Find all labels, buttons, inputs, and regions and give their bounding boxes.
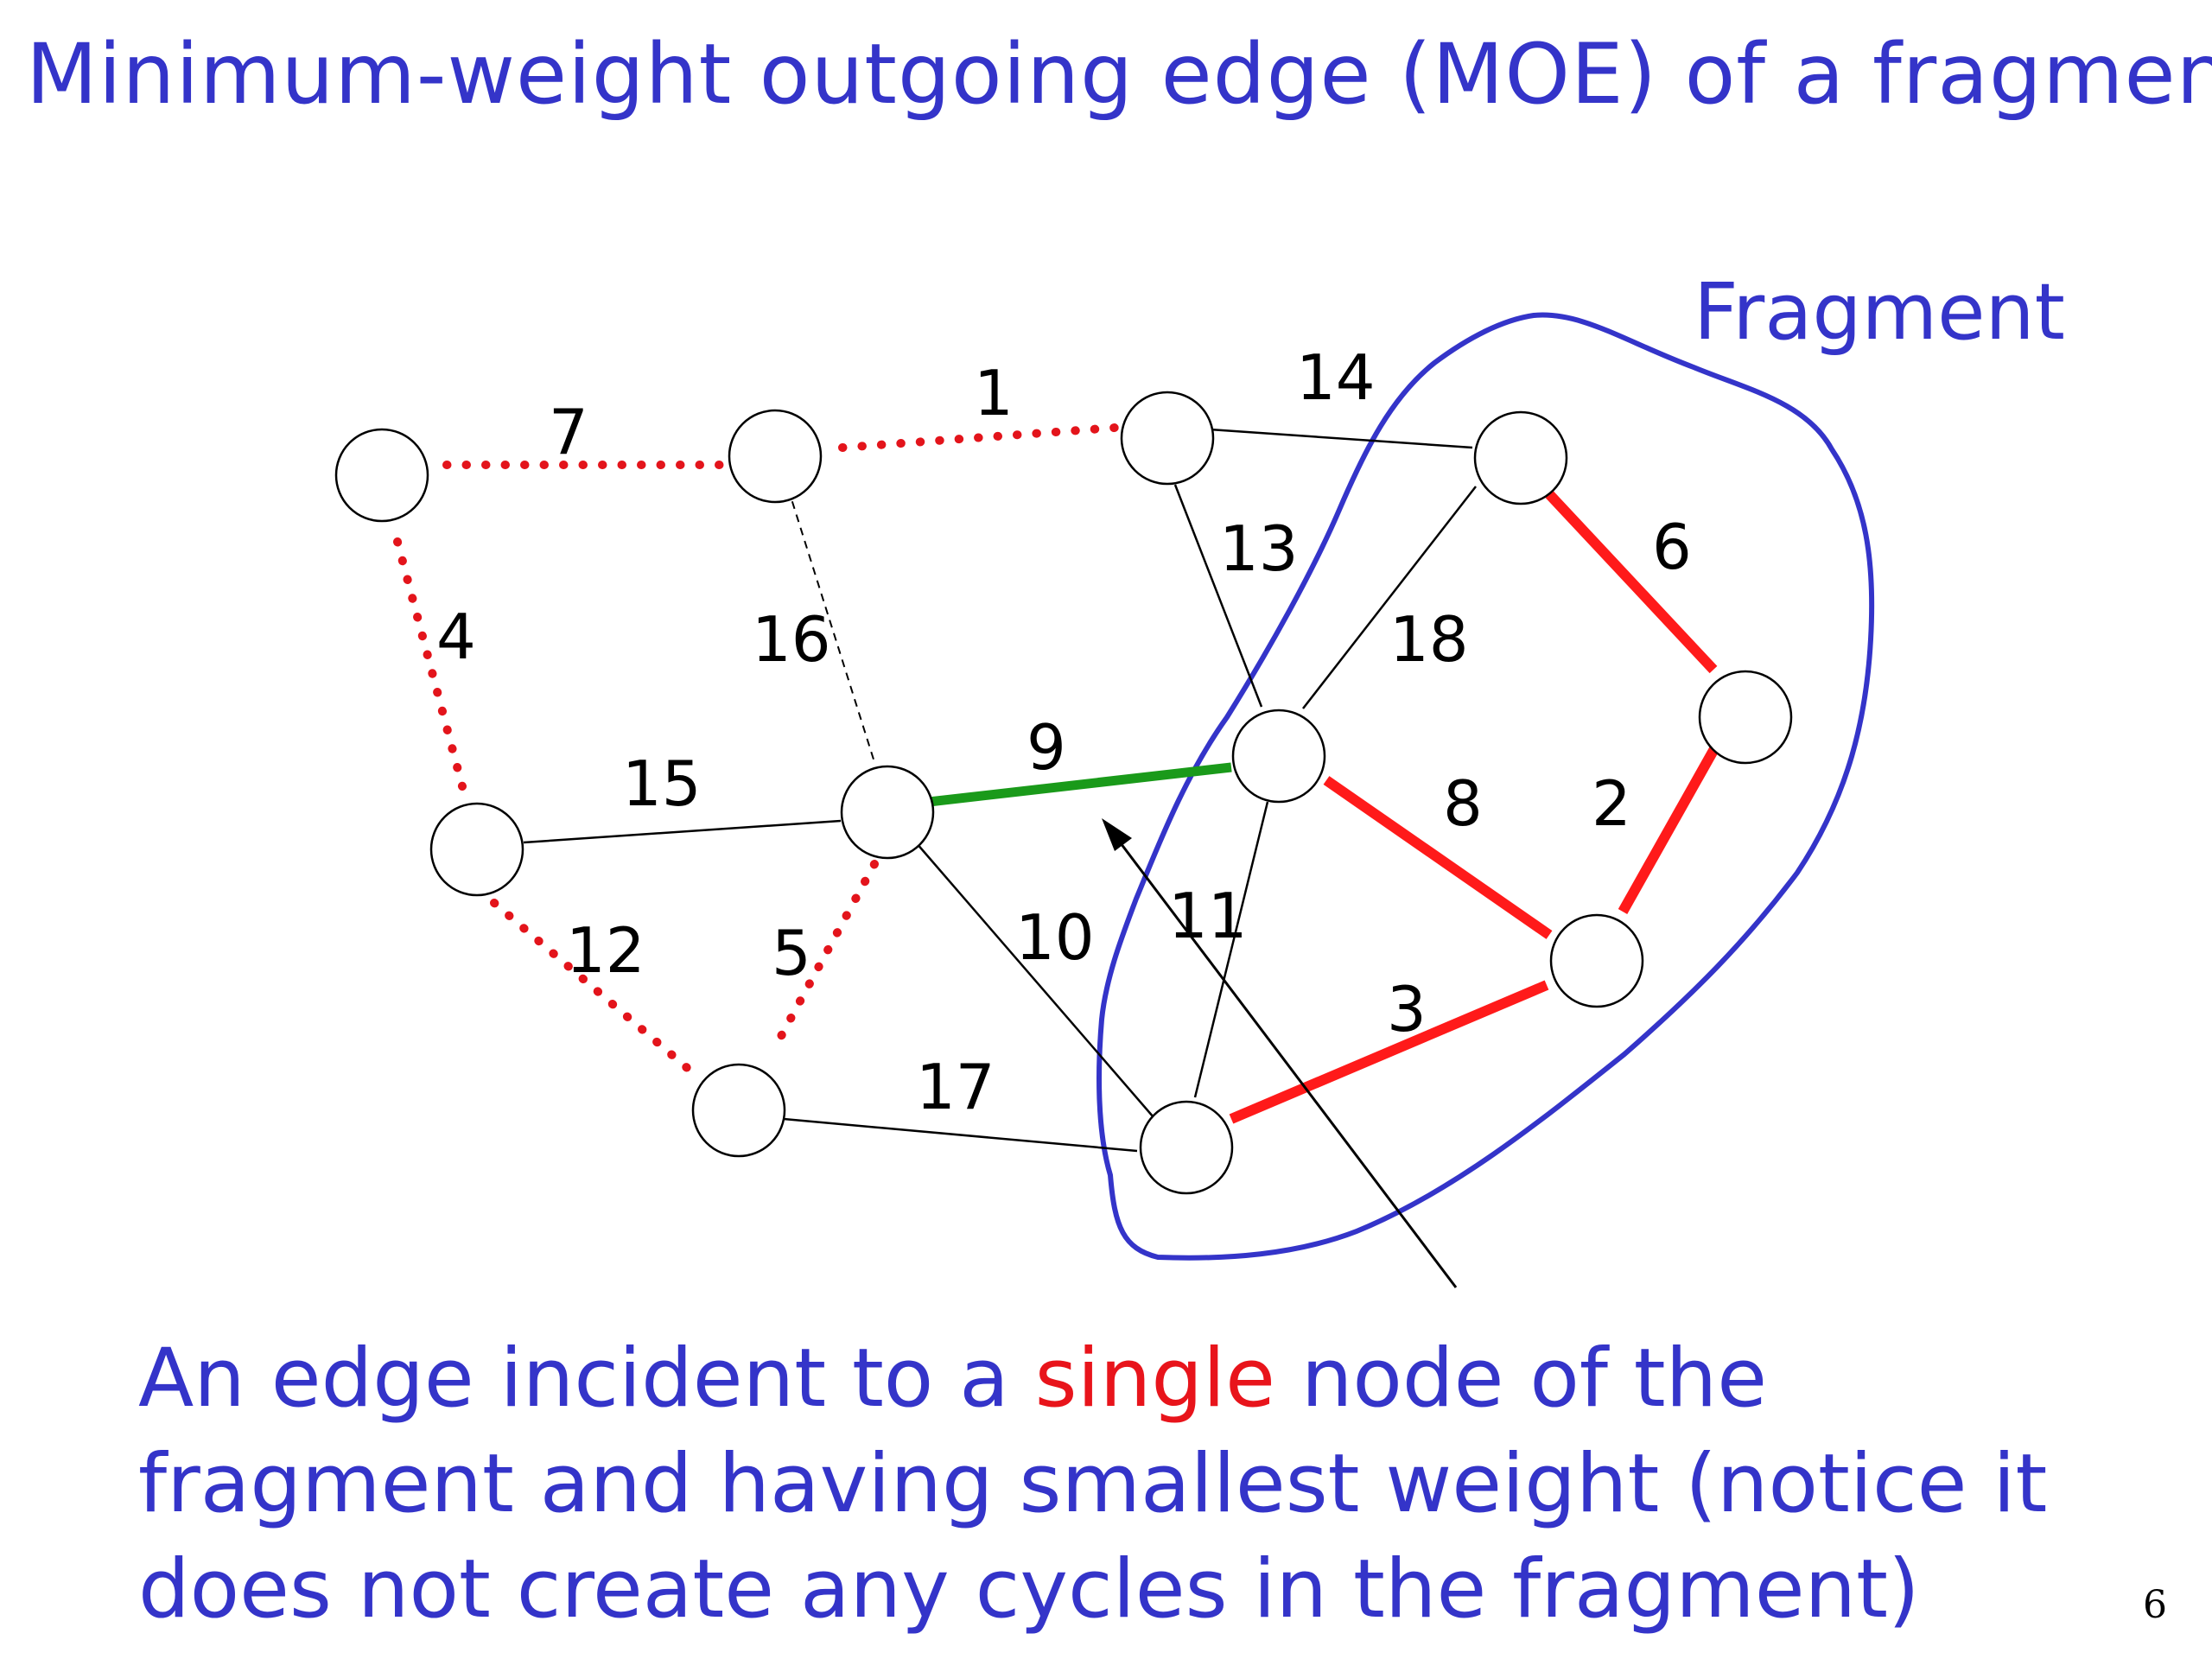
graph-node xyxy=(1473,410,1568,505)
edge-17 xyxy=(783,1117,1138,1153)
weight-label-12: 12 xyxy=(566,914,645,987)
edge-2 xyxy=(1618,745,1720,914)
edge-6 xyxy=(1545,490,1718,674)
slide-title: Minimum-weight outgoing edge (MOE) of a … xyxy=(26,26,2212,123)
graph-node xyxy=(334,428,429,523)
edge-16 xyxy=(787,487,875,763)
fragment-label: Fragment xyxy=(1694,267,2065,358)
graph-node xyxy=(429,802,524,897)
weight-label-5: 5 xyxy=(772,917,811,989)
edge-10 xyxy=(915,842,1154,1118)
graph-node xyxy=(840,765,935,860)
weight-label-8: 8 xyxy=(1443,767,1483,840)
graph-node xyxy=(1231,709,1326,804)
weight-label-16: 16 xyxy=(752,603,831,676)
fragment-boundary xyxy=(1096,312,1875,1261)
graph-node xyxy=(728,409,823,504)
weight-label-13: 13 xyxy=(1219,512,1299,585)
moe-arrow-shaft xyxy=(1109,829,1458,1288)
weight-label-15: 15 xyxy=(622,747,702,820)
weight-label-2: 2 xyxy=(1592,767,1631,840)
graph-node xyxy=(1549,913,1644,1008)
edge-14 xyxy=(1209,428,1473,449)
edge-9-moe xyxy=(928,762,1232,807)
edge-3 xyxy=(1229,980,1549,1124)
weight-label-1: 1 xyxy=(974,357,1014,429)
graph-node xyxy=(1139,1100,1234,1195)
weight-label-4: 4 xyxy=(436,601,476,673)
weight-label-11: 11 xyxy=(1168,880,1248,952)
graph-node xyxy=(1120,391,1215,486)
graph-node xyxy=(1698,670,1793,765)
caption-part-2: node of the fragment and having smallest… xyxy=(138,1332,2048,1637)
edge-1 xyxy=(838,423,1119,452)
edge-13 xyxy=(1173,484,1263,708)
weight-label-6: 6 xyxy=(1652,511,1692,583)
page-number: 6 xyxy=(2143,1583,2167,1627)
edge-18 xyxy=(1302,486,1477,709)
weight-label-14: 14 xyxy=(1296,341,1376,414)
weight-label-17: 17 xyxy=(916,1051,995,1123)
moe-arrow-head xyxy=(1102,818,1132,851)
edge-12 xyxy=(490,899,696,1076)
caption-highlight: single xyxy=(1034,1332,1275,1426)
edge-5 xyxy=(771,860,879,1052)
weight-label-3: 3 xyxy=(1387,973,1427,1046)
edge-8 xyxy=(1323,776,1553,939)
weight-label-18: 18 xyxy=(1389,603,1469,676)
weight-label-7: 7 xyxy=(549,396,588,468)
edge-11 xyxy=(1193,801,1269,1098)
caption-text: An edge incident to a single node of the… xyxy=(138,1326,2074,1643)
edge-4 xyxy=(393,537,467,791)
weight-label-10: 10 xyxy=(1015,901,1095,974)
caption-part-1: An edge incident to a xyxy=(138,1332,1035,1426)
graph-node xyxy=(691,1063,786,1158)
weight-label-9: 9 xyxy=(1027,711,1066,784)
edge-15 xyxy=(523,819,842,844)
